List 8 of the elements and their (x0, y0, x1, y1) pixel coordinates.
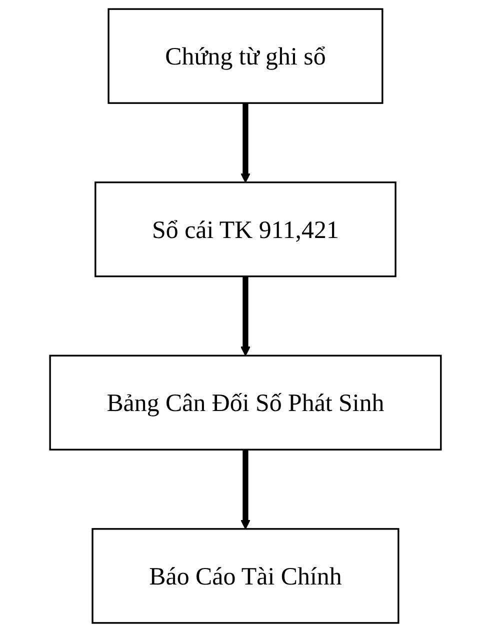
node-box (94, 182, 396, 278)
flowchart-drawing: Chứng từ ghi sổ Sổ cái TK 911,421 Bảng Cân Đối Số Phát Sinh Báo Cáo Tài Chính (41, 0, 450, 632)
node-box (49, 354, 442, 450)
node-box (92, 528, 400, 624)
node-box (108, 8, 384, 104)
arrow (240, 450, 250, 530)
arrow (240, 276, 250, 356)
arrow (240, 103, 250, 183)
